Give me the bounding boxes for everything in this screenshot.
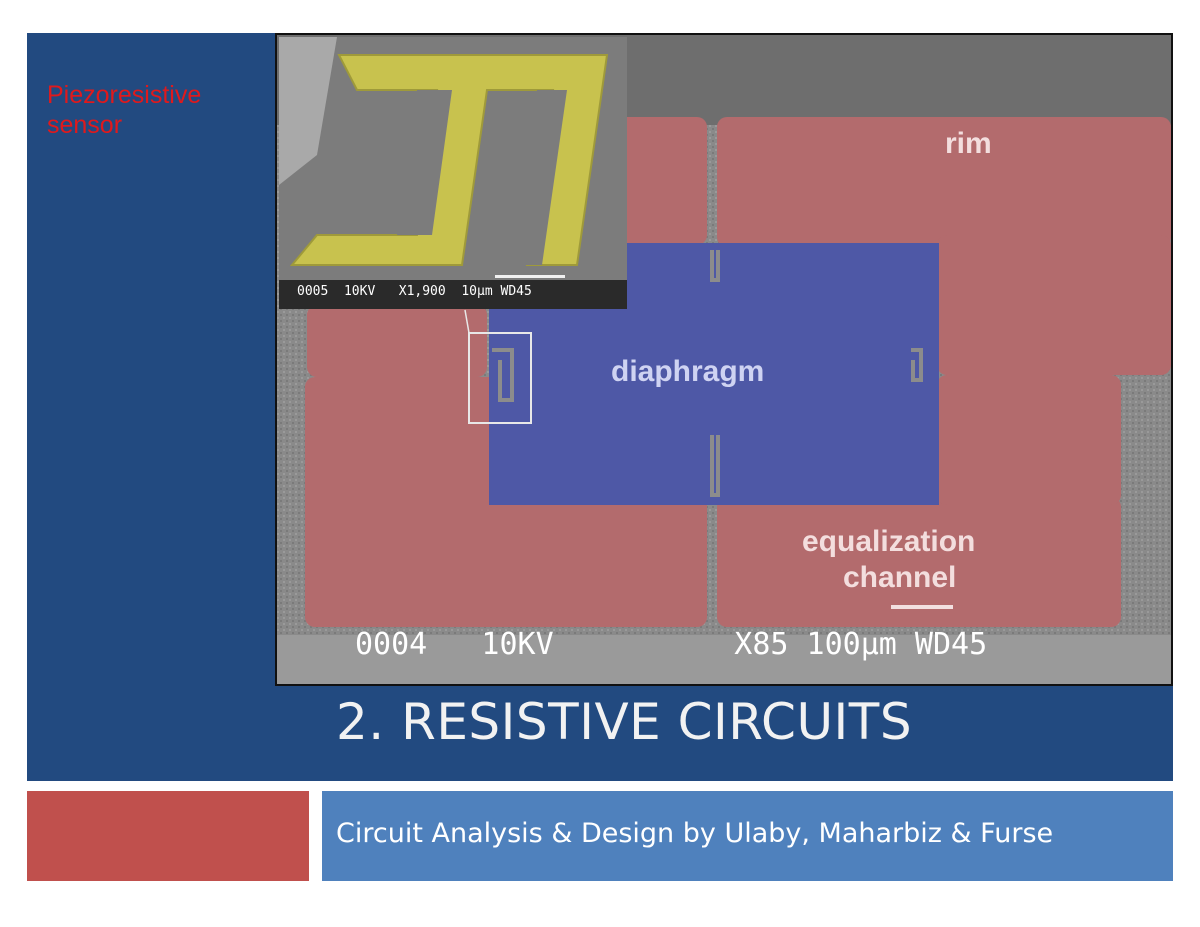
rim-left-upper	[307, 305, 487, 377]
inset-micrograph	[279, 37, 627, 309]
slide-title: 2. RESISTIVE CIRCUITS	[336, 693, 913, 751]
rim-right-upper	[937, 235, 1171, 375]
accent-block-red	[27, 791, 309, 881]
label-channel: channel	[843, 561, 957, 594]
micrograph-scale-info: 0004 10KV X85 100µm WD45	[355, 627, 988, 662]
micrograph-illustration	[277, 35, 1171, 684]
rim-top-right	[717, 117, 1171, 247]
inset-marker	[468, 332, 532, 424]
label-equalization: equalization	[802, 525, 976, 558]
label-diaphragm: diaphragm	[611, 355, 765, 388]
slide-subtitle: Circuit Analysis & Design by Ulaby, Maha…	[336, 818, 1054, 849]
sem-micrograph: rim diaphragm equalization channel 0004 …	[275, 33, 1173, 686]
label-rim: rim	[945, 127, 992, 160]
rim-right-lower	[937, 375, 1121, 505]
subtitle-banner	[322, 791, 1173, 881]
rim-bottom-right	[717, 497, 1121, 627]
inset-scale-info: 0005 10KV X1,900 10µm WD45	[297, 284, 532, 299]
sensor-label: Piezoresistive sensor	[47, 81, 202, 139]
